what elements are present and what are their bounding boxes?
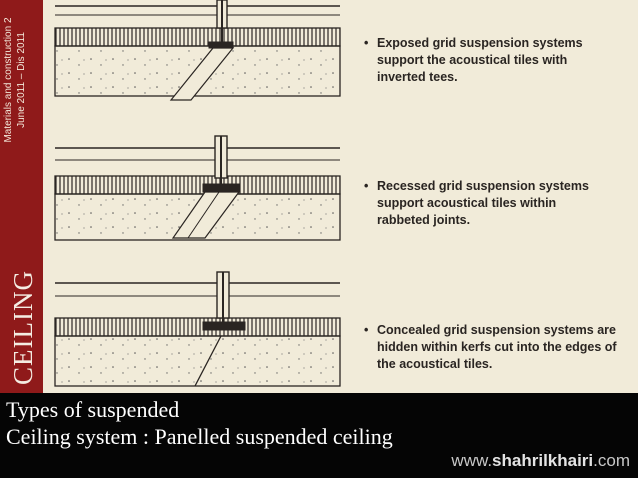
sidebar: Materials and construction 2 June 2011 –…: [0, 0, 43, 393]
exposed-grid-diagram: [54, 0, 341, 101]
recessed-grid-diagram: [54, 135, 341, 241]
exposed-grid-description: • Exposed grid suspension systems suppor…: [364, 36, 583, 84]
sidebar-title: CEILING: [8, 270, 38, 385]
course-name: Materials and construction 2: [3, 17, 14, 143]
caption-line-1: Types of suspended: [6, 397, 180, 422]
recessed-grid-description: • Recessed grid suspension systems suppo…: [364, 179, 589, 227]
suspension-diagrams: [54, 0, 341, 387]
bullet-icon: •: [364, 179, 369, 193]
course-info: Materials and construction 2 June 2011 –…: [2, 0, 42, 160]
concealed-grid-description: • Concealed grid suspension systems are …: [364, 323, 617, 371]
course-semester: June 2011 – Dis 2011: [16, 32, 27, 128]
caption-bar: Types of suspended Ceiling system : Pane…: [0, 393, 638, 478]
scanned-figure: • Exposed grid suspension systems suppor…: [43, 0, 638, 393]
website-watermark: www.shahrilkhairi.com: [451, 451, 630, 470]
bullet-icon: •: [364, 36, 369, 50]
caption-line-2: Ceiling system : Panelled suspended ceil…: [6, 424, 393, 449]
bullet-icon: •: [364, 323, 369, 337]
concealed-grid-diagram: [54, 271, 341, 387]
